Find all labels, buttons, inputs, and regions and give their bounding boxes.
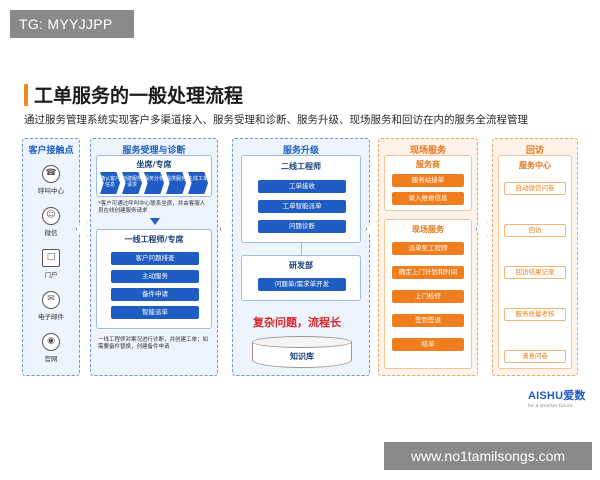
channel-label: 微信 [44, 229, 58, 237]
provider-item: 服务站接单 [392, 174, 464, 187]
onsite-item: 签到签退 [392, 314, 464, 327]
rd-box: 研发部 问题单/需求单开发 [241, 255, 361, 301]
revisit-item: 服务质量考核 [504, 308, 566, 321]
panel-acceptance: 服务受理与诊断 坐席/专席 确认客户信息 创建服务请求 服务分析 提供服务 生成… [90, 138, 218, 376]
channel-wechat: ☺ 微信 [23, 207, 79, 237]
slide-title: 工单服务的一般处理流程 [34, 85, 244, 107]
step-chevron: 创建服务请求 [122, 172, 142, 194]
revisit-item: 满意问卷 [504, 350, 566, 363]
channel-label: 门户 [44, 271, 58, 279]
provider-title: 服务商 [416, 160, 440, 169]
panel-customer-touchpoints-title: 客户接触点 [28, 146, 74, 156]
line1-item: 备件申请 [111, 288, 199, 301]
channel-call-center: ☎ 呼叫中心 [23, 165, 79, 195]
rd-title: 研发部 [289, 261, 313, 270]
line1-note: 一线工程师对案况进行诊断，并创建工单；如需要备件替换，创建备件申请 [98, 337, 209, 350]
revisit-item: 回访结果记录 [504, 266, 566, 279]
step-chevron: 生成工单 [188, 172, 208, 194]
line1-item: 主动服务 [111, 270, 199, 283]
panel-upgrade-title: 服务升级 [282, 146, 319, 156]
line1-box: 一线工程师/专席 客户问题排查 主动服务 备件申请 智能派单 [96, 229, 212, 329]
step-chevron: 确认客户信息 [100, 172, 120, 194]
step-chevron: 服务分析 [144, 172, 164, 194]
step-chevron: 提供服务 [166, 172, 186, 194]
down-arrow [150, 218, 160, 225]
knowledge-base: 知识库 [252, 336, 352, 370]
line1-item: 智能派单 [111, 306, 199, 319]
knowledge-base-label: 知识库 [290, 352, 314, 361]
line2-item: 工单智能派单 [258, 200, 346, 213]
email-icon: ✉ [42, 291, 60, 309]
database-top [252, 336, 352, 348]
onsite-subtitle: 现场服务 [412, 225, 444, 234]
seat-box: 坐席/专席 确认客户信息 创建服务请求 服务分析 提供服务 生成工单 [96, 155, 212, 197]
onsite-box: 现场服务 派单至工程师 确定上门计划和时间 上门检修 签到签退 结单 [384, 219, 472, 369]
onsite-item: 派单至工程师 [392, 242, 464, 255]
process-steps: 确认客户信息 创建服务请求 服务分析 提供服务 生成工单 [100, 172, 210, 194]
phone-icon: ☎ [42, 165, 60, 183]
slide: 工单服务的一般处理流程 通过服务管理系统实现客户多渠道接入、服务受理和诊断、服务… [0, 66, 600, 416]
connector-line [301, 243, 302, 255]
website-icon: ◉ [42, 333, 60, 351]
panel-upgrade: 服务升级 二线工程师 工单接收 工单智能派单 问题诊断 研发部 问题单/需求单开… [232, 138, 370, 376]
title-accent-bar [24, 84, 28, 106]
portal-icon: □ [42, 249, 60, 267]
onsite-item: 结单 [392, 338, 464, 351]
service-center-title: 服务中心 [519, 161, 551, 170]
watermark-bottom: www.no1tamilsongs.com [384, 442, 592, 470]
panel-acceptance-title: 服务受理与诊断 [122, 146, 186, 156]
rd-item: 问题单/需求单开发 [258, 278, 346, 291]
line2-item: 问题诊断 [258, 220, 346, 233]
channel-label: 官网 [44, 355, 58, 363]
channel-email: ✉ 电子邮件 [23, 291, 79, 321]
revisit-item: 回访 [504, 224, 566, 237]
line2-box: 二线工程师 工单接收 工单智能派单 问题诊断 [241, 155, 361, 243]
watermark-top: TG: MYYJJPP [10, 10, 134, 38]
line1-item: 客户问题排查 [111, 252, 199, 265]
complexity-note: 复杂问题，流程长 [253, 316, 341, 329]
onsite-item: 确定上门计划和时间 [392, 266, 464, 279]
panel-revisit: 回访 服务中心 自动微信问卷 回访 回访结果记录 服务质量考核 满意问卷 [492, 138, 578, 376]
seat-note: *客户可通过呼叫中心联系坐席，并由客服人员在线创建服务请求 [98, 201, 206, 214]
onsite-item: 上门检修 [392, 290, 464, 303]
logo-tagline: for a smarter future [528, 404, 573, 409]
channel-label: 呼叫中心 [38, 187, 64, 195]
service-center-box: 服务中心 自动微信问卷 回访 回访结果记录 服务质量考核 满意问卷 [498, 155, 572, 369]
wechat-icon: ☺ [42, 207, 60, 225]
channel-label: 电子邮件 [38, 313, 64, 321]
panel-onsite-title: 现场服务 [409, 146, 446, 156]
line1-title: 一线工程师/专席 [124, 235, 184, 244]
logo-text: AISHU爱数 [528, 390, 586, 402]
revisit-item: 自动微信问卷 [504, 182, 566, 195]
panel-revisit-title: 回访 [525, 146, 544, 156]
line2-item: 工单接收 [258, 180, 346, 193]
panel-customer-touchpoints: 客户接触点 ☎ 呼叫中心 ☺ 微信 □ 门户 ✉ 电子邮件 ◉ 官网 [22, 138, 80, 376]
channel-website: ◉ 官网 [23, 333, 79, 363]
aishu-logo: AISHU爱数 for a smarter future [528, 384, 586, 409]
slide-subtitle: 通过服务管理系统实现客户多渠道接入、服务受理和诊断、服务升级、现场服务和回访在内… [24, 114, 528, 126]
panel-onsite: 现场服务 服务商 服务站接单 录入维修信息 现场服务 派单至工程师 确定上门计划… [378, 138, 478, 376]
provider-box: 服务商 服务站接单 录入维修信息 [384, 155, 472, 211]
provider-item: 录入维修信息 [392, 192, 464, 205]
seat-title: 坐席/专席 [136, 160, 172, 169]
line2-title: 二线工程师 [281, 162, 321, 171]
channel-portal: □ 门户 [23, 249, 79, 279]
